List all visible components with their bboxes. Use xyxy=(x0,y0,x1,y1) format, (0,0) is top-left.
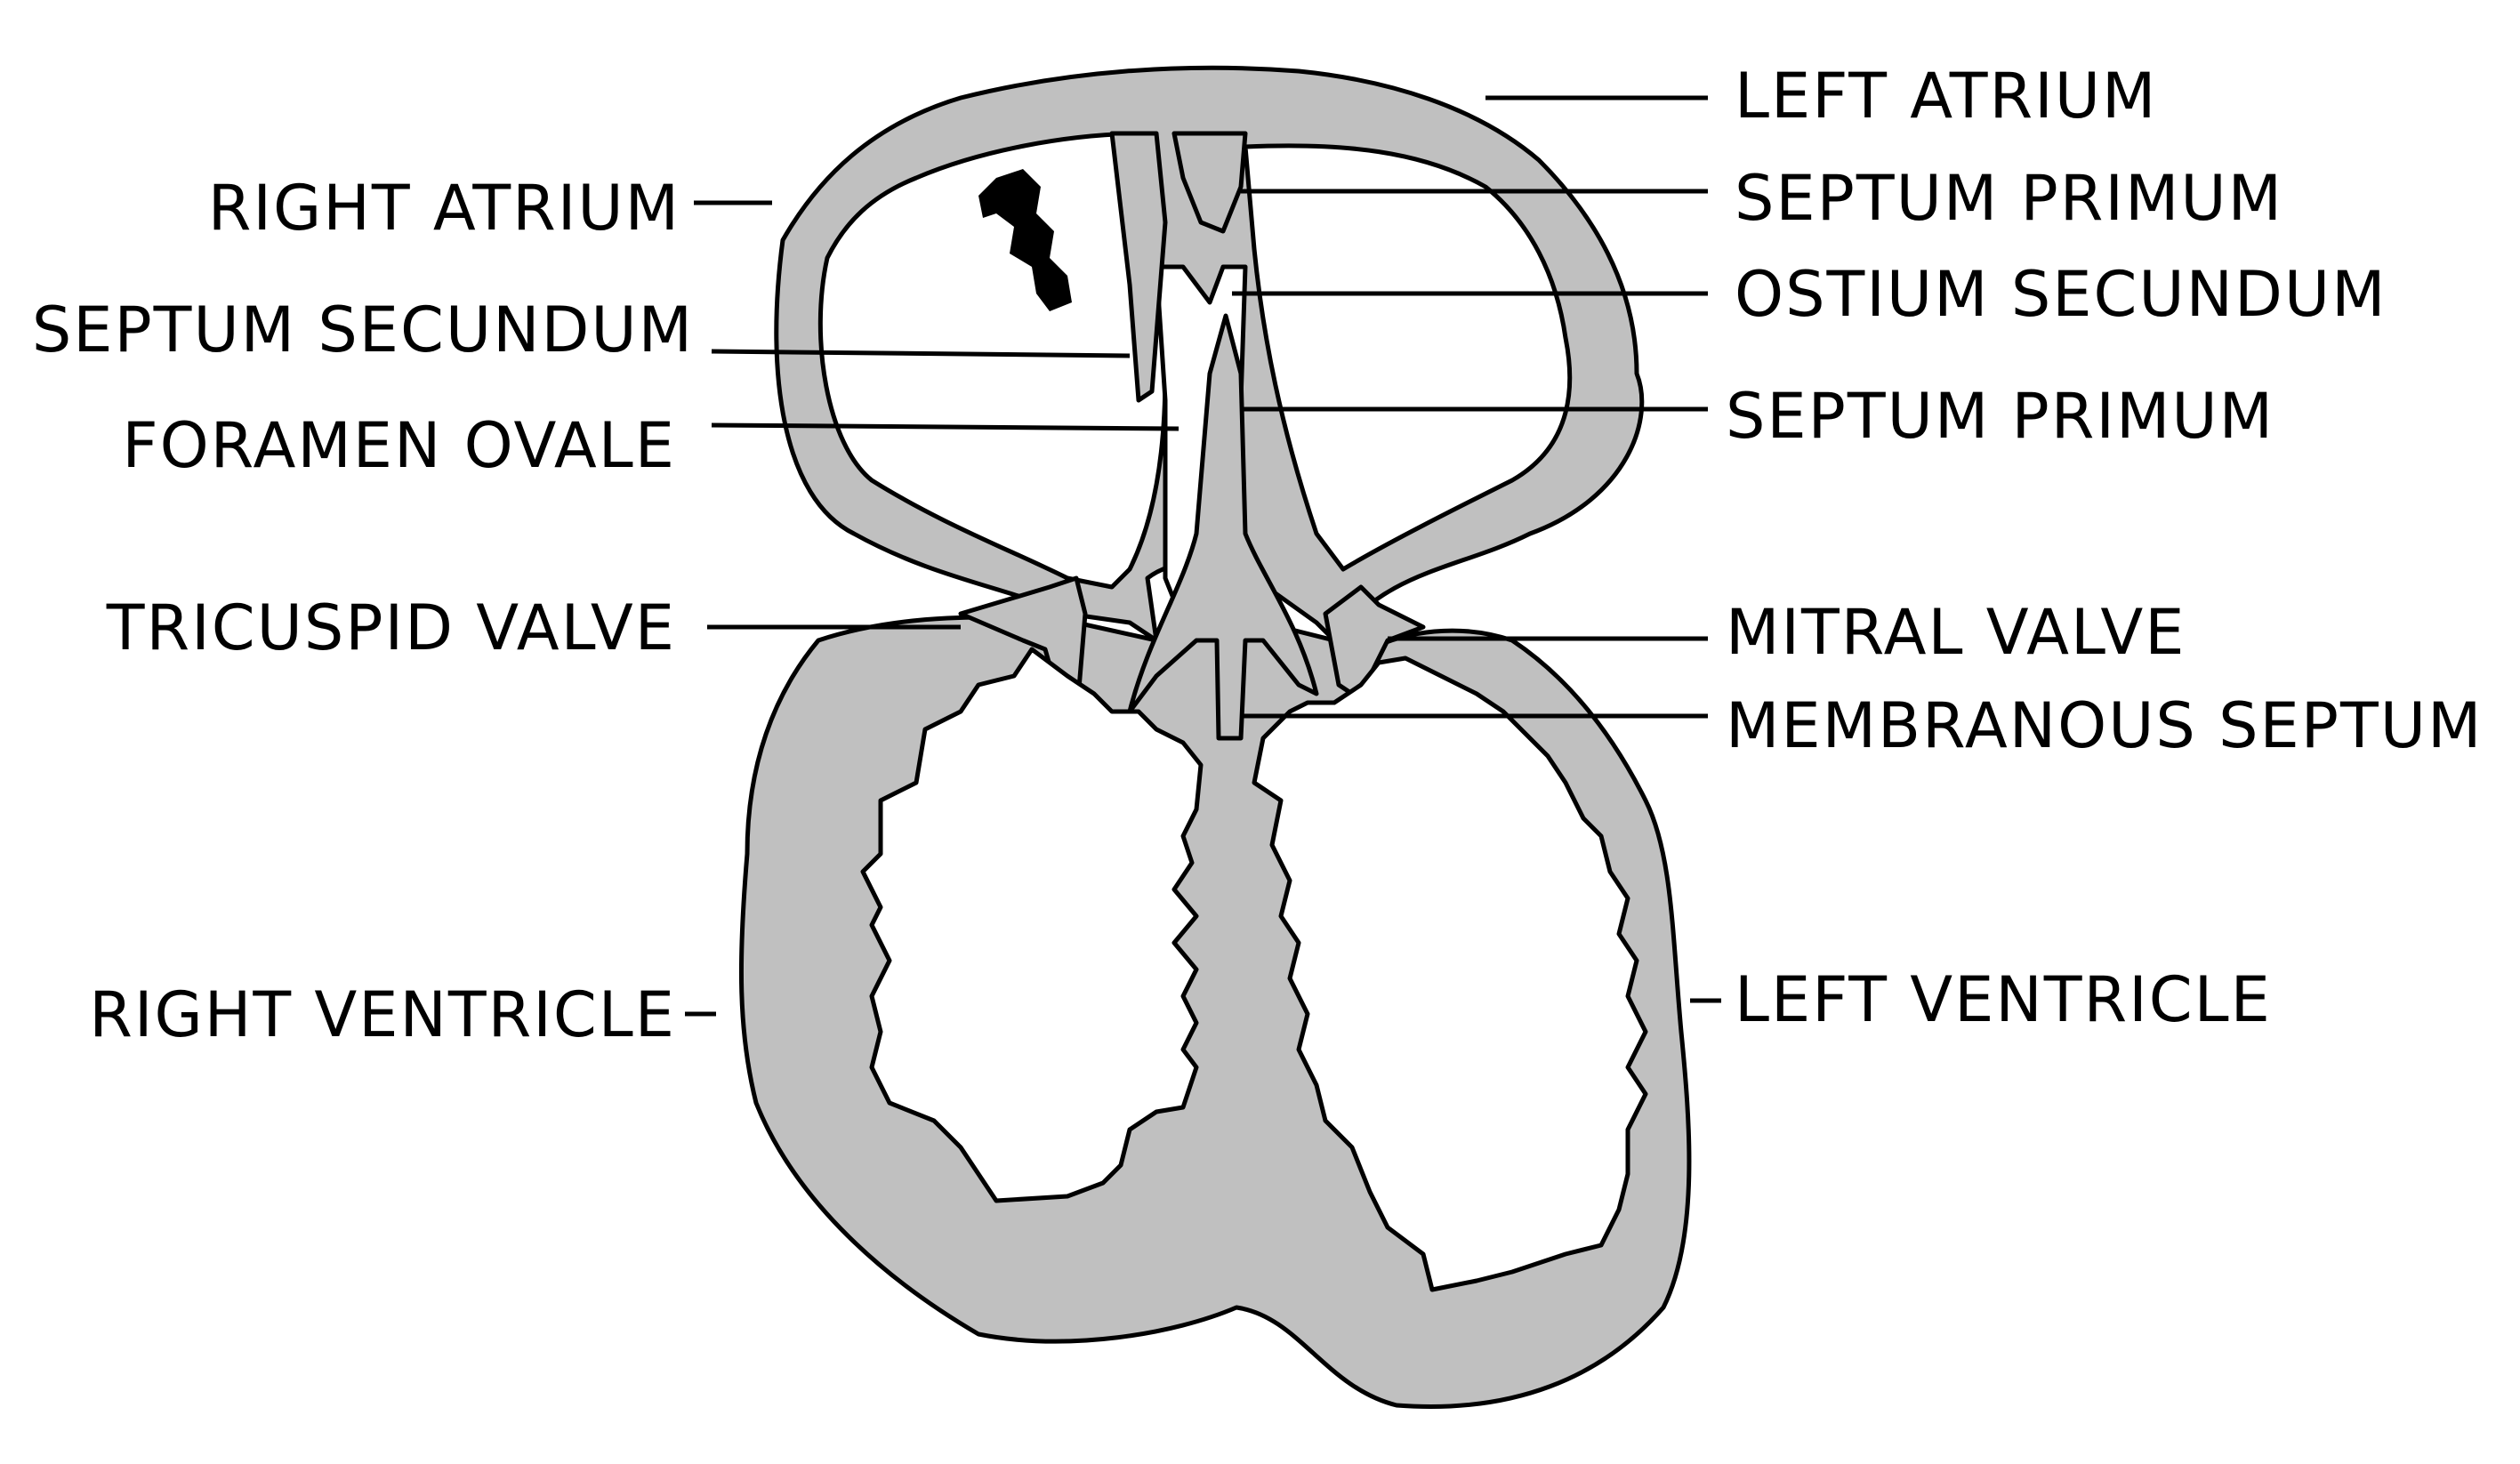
ink-blot xyxy=(978,169,1072,311)
label-right-atrium: RIGHT ATRIUM xyxy=(208,172,680,245)
label-foramen-ovale: FORAMEN OVALE xyxy=(122,409,676,482)
leader-septum-secundum xyxy=(711,349,1131,358)
septum-primum-top-shape xyxy=(1171,131,1248,234)
leader-foramen-ovale xyxy=(711,422,1179,431)
right-ventricle-cavity xyxy=(860,647,1204,1203)
label-septum-primum-top: SEPTUM PRIMUM xyxy=(1735,162,2283,235)
label-septum-secundum: SEPTUM SECUNDUM xyxy=(32,294,694,366)
label-left-ventricle: LEFT VENTRICLE xyxy=(1735,963,2272,1036)
label-left-atrium: LEFT ATRIUM xyxy=(1735,60,2157,133)
label-right-ventricle: RIGHT VENTRICLE xyxy=(89,978,676,1051)
label-membranous-septum: MEMBRANOUS SEPTUM xyxy=(1726,689,2483,762)
septum-secundum-shape xyxy=(1109,131,1168,403)
label-ostium-secundum: OSTIUM SECUNDUM xyxy=(1735,258,2387,331)
leader-lines xyxy=(685,95,1721,1017)
label-mitral-valve: MITRAL VALVE xyxy=(1726,596,2186,669)
left-atrium-cavity xyxy=(1243,143,1573,572)
label-tricuspid-valve: TRICUSPID VALVE xyxy=(106,591,676,664)
label-septum-primum-lower: SEPTUM PRIMUM xyxy=(1726,380,2274,453)
septum-primum-lower-shape xyxy=(1127,313,1319,741)
right-atrium-cavity xyxy=(817,131,1168,590)
left-ventricle-cavity xyxy=(1252,656,1648,1292)
